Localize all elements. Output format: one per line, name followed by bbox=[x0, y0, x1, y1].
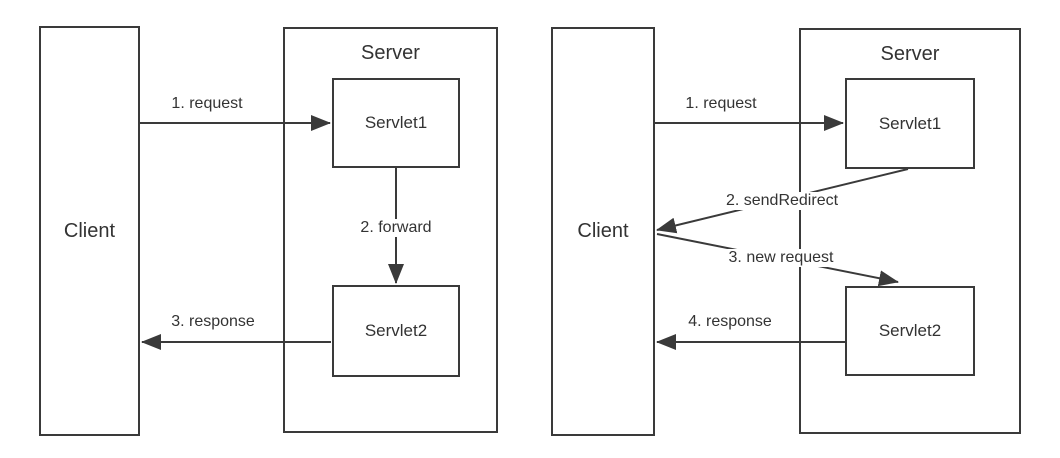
redirect-servlet2-box: Servlet2 bbox=[845, 286, 975, 376]
forward-servlet1-box: Servlet1 bbox=[332, 78, 460, 168]
forward-server-label: Server bbox=[361, 42, 420, 64]
redirect-step2-label: 2. sendRedirect bbox=[722, 192, 842, 210]
redirect-step1-label: 1. request bbox=[682, 95, 760, 113]
redirect-client-label: Client bbox=[577, 220, 629, 242]
redirect-servlet1-label: Servlet1 bbox=[878, 113, 942, 133]
forward-servlet1-label: Servlet1 bbox=[364, 113, 428, 132]
redirect-server-label: Server bbox=[880, 43, 940, 65]
forward-servlet2-label: Servlet2 bbox=[364, 321, 428, 340]
forward-step2-label: 2. forward bbox=[357, 219, 435, 237]
forward-step3-label: 3. response bbox=[168, 313, 258, 331]
forward-client-label: Client bbox=[63, 219, 116, 242]
redirect-client-box: Client bbox=[551, 27, 655, 436]
forward-step1-label: 1. request bbox=[168, 95, 246, 113]
forward-servlet2-box: Servlet2 bbox=[332, 285, 460, 377]
redirect-step4-label: 4. response bbox=[685, 313, 775, 331]
redirect-step3-label: 3. new request bbox=[725, 249, 837, 267]
redirect-servlet2-label: Servlet2 bbox=[878, 321, 942, 340]
redirect-servlet1-box: Servlet1 bbox=[845, 78, 975, 169]
forward-client-box: Client bbox=[39, 26, 140, 436]
